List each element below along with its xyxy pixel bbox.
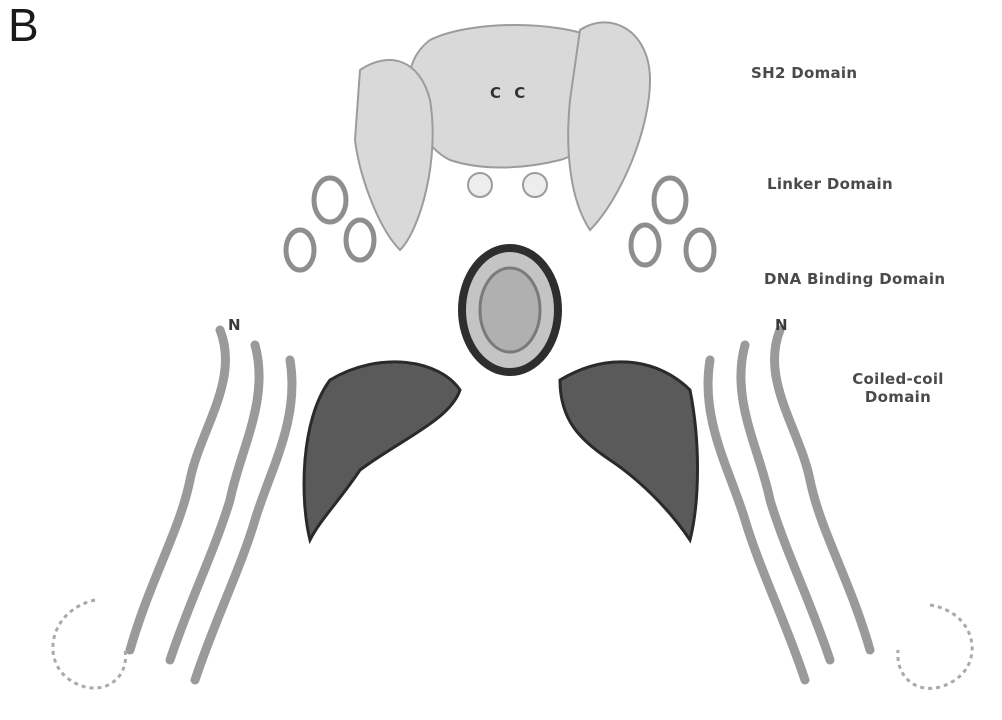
panel-letter: B <box>8 2 39 48</box>
coiled-coil-label-line1: Coiled-coil <box>838 370 958 388</box>
dna-binding-domain-label: DNA Binding Domain <box>764 270 945 288</box>
sh2-domain-label: SH2 Domain <box>751 64 857 82</box>
coiled-coil-domain <box>130 330 870 680</box>
sh2-domain <box>355 22 650 250</box>
n-terminus-right: N <box>775 316 788 334</box>
dna-binding-domain <box>304 362 697 540</box>
n-terminus-left: N <box>228 316 241 334</box>
linker-domain-label: Linker Domain <box>767 175 893 193</box>
cc-label: C C <box>490 84 529 102</box>
coiled-coil-domain-label: Coiled-coil Domain <box>838 370 958 406</box>
coiled-coil-label-line2: Domain <box>838 388 958 406</box>
dna-double-helix <box>462 248 558 372</box>
